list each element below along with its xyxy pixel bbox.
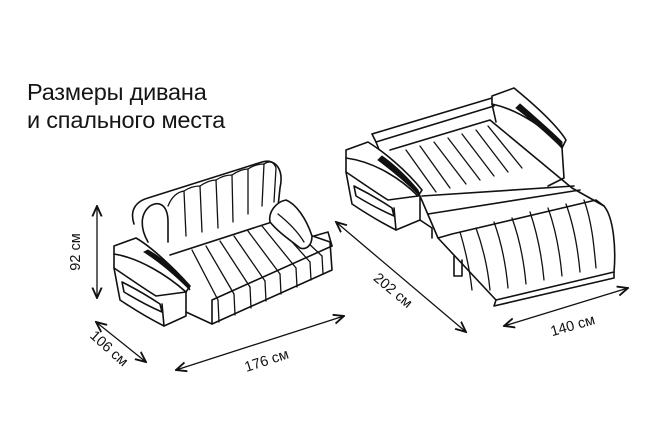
bed-mattress-stripes [405,125,523,193]
title-line-2: и спального места [27,107,226,133]
bed-width-label: 140 см [549,312,597,340]
bed-width-dimension: 140 см [504,288,628,340]
title-line-1: Размеры дивана [27,79,207,105]
bed-length-dimension: 202 см [336,222,466,332]
height-label: 92 см [68,233,84,270]
folded-sofa-drawing [113,160,333,327]
width-dimension: 176 см [176,316,344,376]
depth-label: 106 см [86,328,130,370]
sofa-back [131,160,282,226]
sofa-pillow [268,199,313,250]
page-title: Размеры дивана и спального места [27,78,225,134]
bed-mattress [389,119,616,301]
width-label: 176 см [243,347,291,376]
depth-dimension: 106 см [86,322,146,370]
unfolded-bed-drawing [345,87,616,307]
height-dimension: 92 см [68,206,97,298]
bed-backrest [371,97,495,143]
sofa-back-stripes [167,161,277,237]
bed-length-label: 202 см [370,270,415,311]
